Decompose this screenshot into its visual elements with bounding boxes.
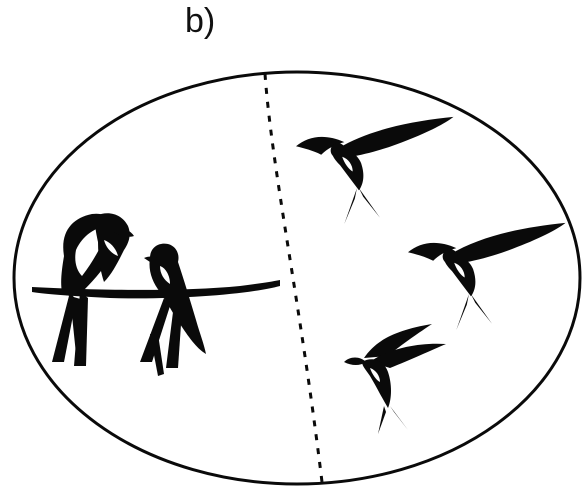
perched-swallow-3: [140, 243, 206, 376]
perched-swallow-2: [95, 213, 134, 282]
perch-branch: [32, 280, 280, 299]
dashed-divider: [263, 73, 324, 483]
figure-label: b): [185, 2, 216, 40]
flying-swallow-3: [344, 324, 446, 434]
flying-swallow-2: [408, 222, 566, 330]
flying-swallow-1: [296, 116, 454, 224]
oval-frame: [12, 70, 582, 486]
